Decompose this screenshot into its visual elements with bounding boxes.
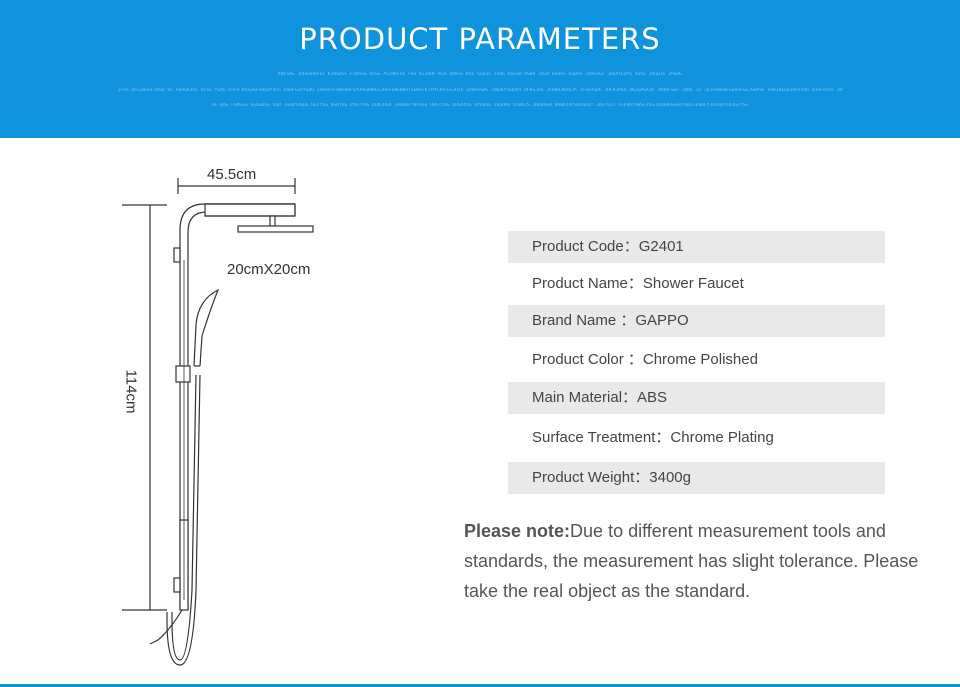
param-row-product-name: Product Name：Shower Faucet <box>508 268 885 300</box>
header-banner: PRODUCT PARAMETERS KNFSAG JHDGSHDFSI KJH… <box>0 0 960 138</box>
header-fine-print-3: DF BAG FSNSSG GGGGDSG ASD JSHDYHSDG HGJY… <box>211 103 749 108</box>
hand-shower <box>193 288 220 367</box>
head-size-label: 20cmX20cm <box>227 261 311 278</box>
shower-hose <box>149 374 201 666</box>
param-row-main-material: Main Material：ABS <box>508 382 885 414</box>
param-label: Product Weight： <box>532 469 650 486</box>
param-label: Brand Name ： <box>532 312 636 329</box>
param-label: Product Name： <box>532 275 643 292</box>
note-heading: Please note: <box>464 521 571 541</box>
param-label: Product Code： <box>532 238 639 255</box>
header-fine-print-2: JFAS DFGJDGGFJHSD HG ASDGKJAS DFSS YSAG … <box>117 88 843 93</box>
bottom-divider <box>0 684 960 687</box>
param-label: Product Color ： <box>532 351 643 368</box>
param-row-surface-treatment: Surface Treatment：Chrome Plating <box>508 422 885 454</box>
sliding-holder <box>175 365 191 383</box>
param-row-brand-name: Brand Name ：GAPPO <box>508 305 885 337</box>
param-value: ABS <box>637 389 668 406</box>
param-row-product-weight: Product Weight：3400g <box>508 462 885 494</box>
shower-diagram <box>122 178 314 666</box>
top-bracket <box>173 247 181 263</box>
param-value: G2401 <box>638 238 684 255</box>
header-fine-print-1: KNFSAG JHDGSHDFSI KJHSDGF FJKASG DGSS AS… <box>278 72 682 77</box>
width-dimension-label: 45.5cm <box>207 166 257 183</box>
width-dimension <box>177 178 296 194</box>
param-value: 3400g <box>649 469 691 486</box>
param-value: Shower Faucet <box>642 275 744 292</box>
param-label: Main Material： <box>532 389 638 406</box>
param-label: Surface Treatment： <box>532 429 671 446</box>
note-text: Due to different measurement tools and s… <box>464 521 919 601</box>
param-value: Chrome Polished <box>642 351 758 368</box>
param-value: GAPPO <box>635 312 689 329</box>
overhead-shower-head <box>237 215 314 233</box>
height-dimension <box>122 204 167 611</box>
param-value: Chrome Plating <box>670 429 774 446</box>
page-title: PRODUCT PARAMETERS <box>299 22 661 56</box>
bottom-bracket <box>173 577 181 593</box>
tolerance-note: Please note:Due to different measurement… <box>464 516 934 606</box>
height-dimension-label: 114cm <box>122 369 140 414</box>
param-row-product-code: Product Code：G2401 <box>508 231 885 263</box>
param-row-product-color: Product Color ：Chrome Polished <box>508 344 885 376</box>
